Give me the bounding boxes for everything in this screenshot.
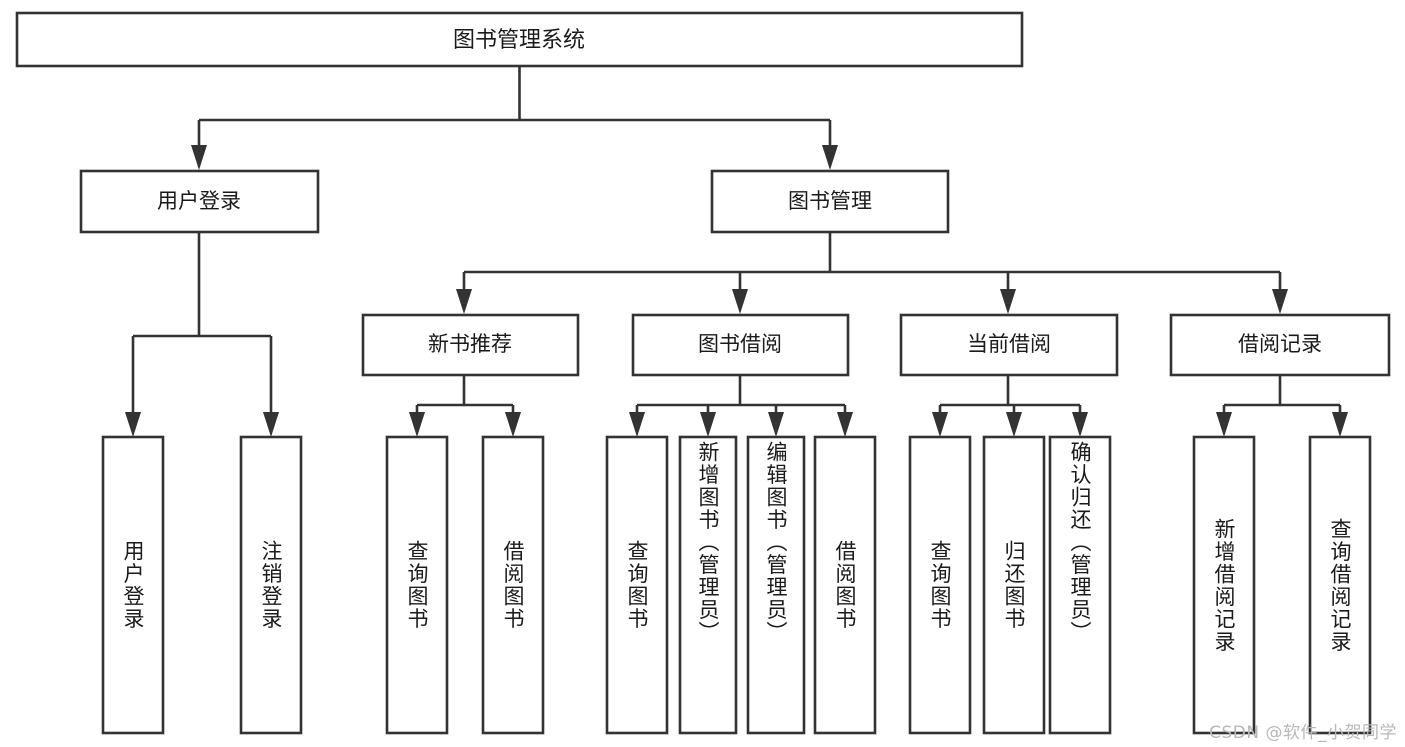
node-root[interactable]: 图书管理系统 [15,11,1024,68]
node-current-borrow-label: 当前借阅 [967,332,1051,356]
node-root-label: 图书管理系统 [453,28,585,53]
arrow-head-leaf-add-record [1216,412,1232,437]
node-user-login-box[interactable] [79,169,320,234]
connector-group-root [191,66,838,170]
arrow-head-leaf-user-login [125,412,141,437]
arrow-head-book-manage [822,145,838,170]
node-borrow-record[interactable]: 借阅记录 [1169,313,1391,377]
node-book-borrow[interactable]: 图书借阅 [631,313,850,377]
node-borrow-record-box[interactable] [1169,313,1391,377]
node-borrow-record-label: 借阅记录 [1238,332,1322,356]
node-root-box[interactable] [15,11,1024,68]
node-new-book-rec[interactable]: 新书推荐 [361,313,580,377]
node-user-login[interactable]: 用户登录 [79,169,320,234]
node-leaf-add-book-box[interactable] [678,435,738,735]
node-leaf-borrow-book-2-box[interactable] [813,435,877,735]
node-leaf-edit-book-box[interactable] [746,435,806,735]
node-leaf-add-record-box[interactable] [1192,435,1256,735]
node-leaf-return-book-box[interactable] [982,435,1046,735]
node-leaf-query-book-3-box[interactable] [908,435,972,735]
node-current-borrow[interactable]: 当前借阅 [899,313,1119,377]
arrow-head-current-borrow [1000,289,1016,314]
arrow-head-leaf-query-book-2 [629,412,645,437]
arrow-head-leaf-borrow-book-2 [837,412,853,437]
arrow-head-new-book-rec [456,289,472,314]
arrow-head-book-borrow [732,289,748,314]
arrow-head-leaf-add-book [700,412,716,437]
node-current-borrow-box[interactable] [899,313,1119,377]
node-book-manage[interactable]: 图书管理 [710,169,950,234]
arrow-head-leaf-logout [263,412,279,437]
node-leaf-query-record-box[interactable] [1308,435,1372,735]
node-leaf-borrow-book-1-box[interactable] [481,435,545,735]
arrow-head-leaf-borrow-book-1 [505,412,521,437]
connector-group-user-login [125,232,279,437]
arrow-head-user-login [191,145,207,170]
node-user-login-label: 用户登录 [157,189,241,213]
node-leaf-logout-box[interactable] [239,435,303,735]
node-leaf-confirm-return-box[interactable] [1048,435,1112,735]
node-book-borrow-box[interactable] [631,313,850,377]
node-book-manage-label: 图书管理 [788,189,872,213]
node-book-borrow-label: 图书借阅 [698,332,782,356]
arrow-head-leaf-query-record [1332,412,1348,437]
node-new-book-rec-label: 新书推荐 [428,332,512,356]
arrow-head-leaf-edit-book [768,412,784,437]
arrow-head-leaf-query-book-1 [409,412,425,437]
node-leaf-user-login-box[interactable] [101,435,165,735]
node-book-manage-box[interactable] [710,169,950,234]
connector-group-new-book-rec [409,376,521,437]
arrow-head-leaf-return-book [1006,412,1022,437]
csdn-watermark: CSDN @软件_小贺同学 [1209,723,1397,743]
node-leaf-query-book-1-box[interactable] [385,435,449,735]
connector-group-book-borrow [629,376,853,437]
node-leaf-query-book-2-box[interactable] [605,435,669,735]
node-new-book-rec-box[interactable] [361,313,580,377]
connector-group-current-borrow [932,376,1088,437]
connector-group-book-manage [456,232,1288,314]
connector-group-borrow-record [1216,376,1348,437]
arrow-head-borrow-record [1272,289,1288,314]
arrow-head-leaf-query-book-3 [932,412,948,437]
arrow-head-leaf-confirm-return [1072,412,1088,437]
